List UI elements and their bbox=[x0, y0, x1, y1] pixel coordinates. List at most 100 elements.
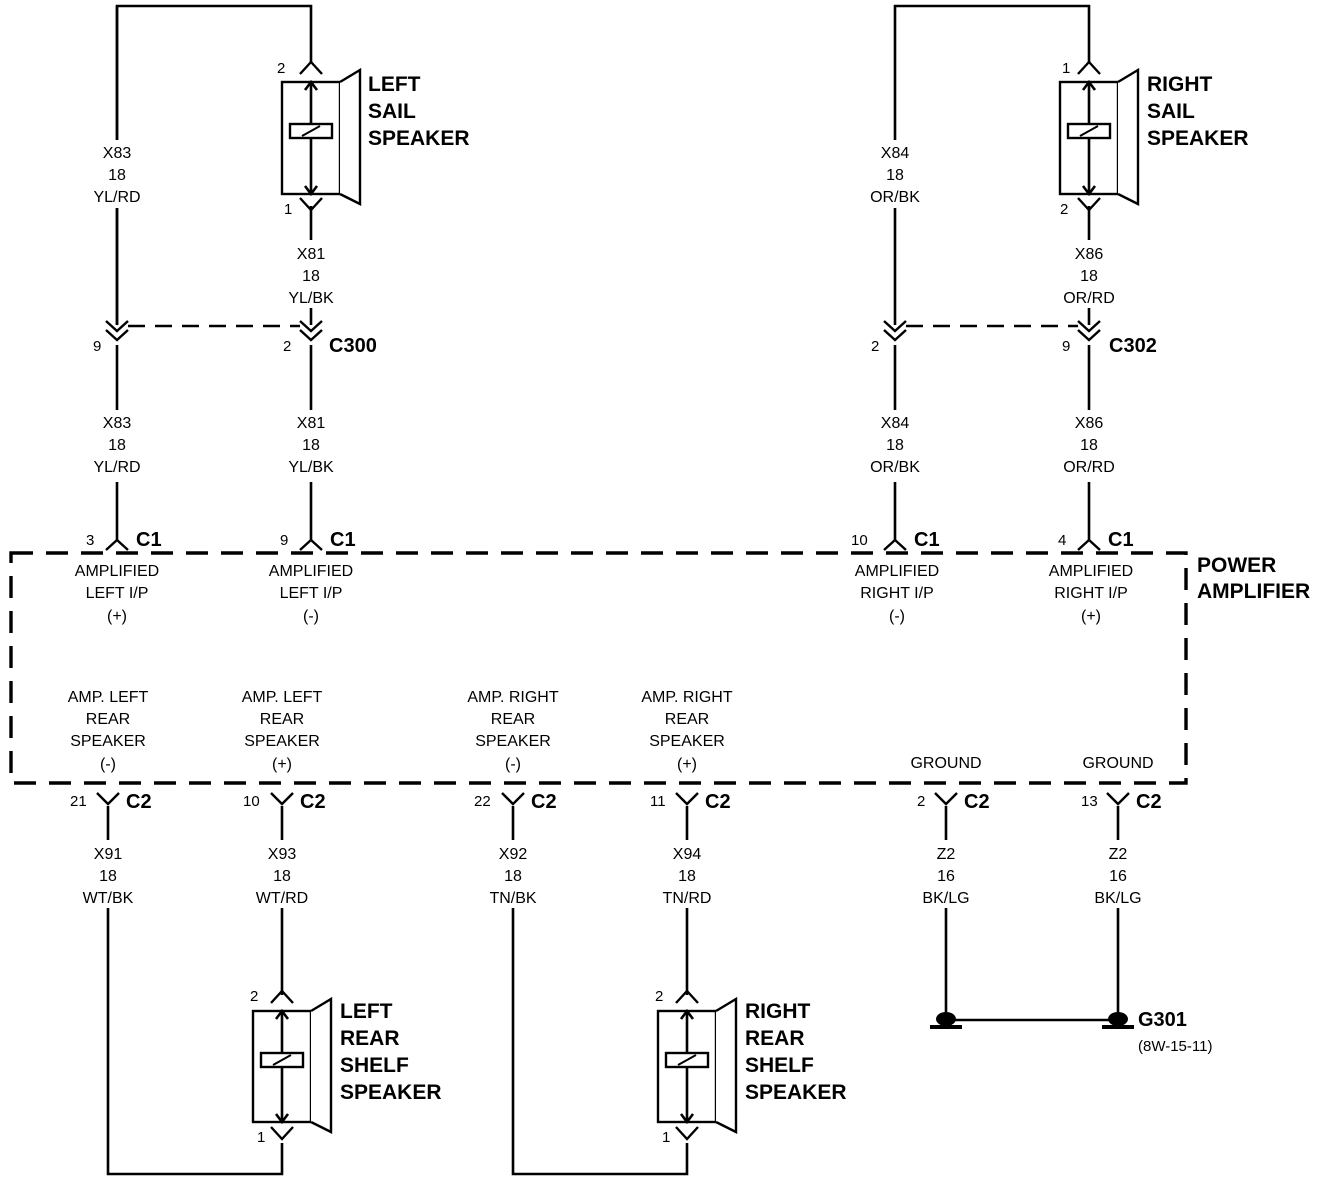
c2-pin-10: 10 bbox=[243, 793, 260, 810]
right-sail-speaker-cone bbox=[1117, 67, 1140, 206]
x91-circuit: X91 bbox=[94, 846, 123, 863]
input-3-line-3: (-) bbox=[889, 608, 905, 625]
left-rear-pin-bottom: 1 bbox=[257, 1129, 265, 1146]
right-rear-label-1: RIGHT bbox=[745, 1000, 811, 1023]
output-6-line-1: GROUND bbox=[1082, 755, 1153, 772]
input-3-line-1: AMPLIFIED bbox=[855, 563, 939, 580]
x92-circuit: X92 bbox=[499, 846, 528, 863]
c2-connector-symbols bbox=[96, 792, 1130, 806]
c302-pin2-symbol bbox=[883, 320, 907, 342]
x84-upper-gauge: 18 bbox=[886, 167, 904, 184]
power-amplifier-box bbox=[9, 551, 1188, 785]
x86-upper-gauge: 18 bbox=[1080, 268, 1098, 285]
input-2-line-2: LEFT I/P bbox=[280, 585, 343, 602]
right-sail-label-1: RIGHT bbox=[1147, 73, 1213, 96]
right-rear-label-3: SHELF bbox=[745, 1054, 814, 1077]
right-sail-label-3: SPEAKER bbox=[1147, 127, 1249, 150]
left-rear-pin-top: 2 bbox=[250, 988, 258, 1005]
c2-pin-22: 22 bbox=[474, 793, 491, 810]
right-sail-speaker: 1 2 RIGHT SAIL SPEAKER bbox=[1058, 60, 1249, 218]
input-4-line-2: RIGHT I/P bbox=[1054, 585, 1128, 602]
z2-b-gauge: 16 bbox=[1109, 868, 1127, 885]
x84-lower-gauge: 18 bbox=[886, 437, 904, 454]
c300-pin2-symbol bbox=[299, 320, 323, 342]
c1-connector-symbols bbox=[105, 538, 1101, 551]
ground-splice-a-icon bbox=[936, 1012, 956, 1026]
c2-pin-2: 2 bbox=[917, 793, 925, 810]
amplifier-title-1: POWER bbox=[1197, 554, 1276, 577]
output-4-line-2: REAR bbox=[665, 711, 709, 728]
ground-splice-b-base bbox=[1102, 1025, 1134, 1029]
c2-pin-21: 21 bbox=[70, 793, 87, 810]
c1-label-d: C1 bbox=[1108, 529, 1134, 551]
c2-pin-11: 11 bbox=[650, 793, 666, 810]
output-3-line-4: (-) bbox=[505, 756, 521, 773]
x86-upper-color: OR/RD bbox=[1063, 290, 1115, 307]
x83-lower-gauge: 18 bbox=[108, 437, 126, 454]
output-3-line-2: REAR bbox=[491, 711, 535, 728]
output-3-line-1: AMP. RIGHT bbox=[467, 689, 559, 706]
x81-upper-color: YL/BK bbox=[288, 290, 334, 307]
c302-pin9-symbol bbox=[1077, 320, 1101, 342]
c2-label-e: C2 bbox=[964, 791, 990, 813]
x84-upper-color: OR/BK bbox=[870, 189, 920, 206]
left-rear-speaker-cone bbox=[310, 996, 333, 1134]
right-rear-pin-top-symbol bbox=[675, 989, 699, 1004]
x84-upper-circuit: X84 bbox=[881, 145, 910, 162]
c302-pin-left: 2 bbox=[871, 338, 879, 355]
right-rear-shelf-speaker: 2 1 RIGHT REAR SHELF SPEAKER bbox=[655, 988, 847, 1146]
c2-label-a: C2 bbox=[126, 791, 152, 813]
right-sail-pin-bottom-symbol bbox=[1077, 197, 1101, 212]
x81-lower-gauge: 18 bbox=[302, 437, 320, 454]
c300-name: C300 bbox=[329, 335, 377, 357]
x81-upper-circuit: X81 bbox=[297, 246, 326, 263]
x94-circuit: X94 bbox=[673, 846, 702, 863]
output-4-line-1: AMP. RIGHT bbox=[641, 689, 733, 706]
input-1-line-3: (+) bbox=[107, 608, 127, 625]
x94-gauge: 18 bbox=[678, 868, 696, 885]
output-1-line-4: (-) bbox=[100, 756, 116, 773]
c2-label-d: C2 bbox=[705, 791, 731, 813]
right-rear-label-4: SPEAKER bbox=[745, 1081, 847, 1104]
c302-pin-right: 9 bbox=[1062, 338, 1070, 355]
left-rear-label-2: REAR bbox=[340, 1027, 400, 1050]
ground-splice-a-base bbox=[930, 1025, 962, 1029]
left-sail-speaker-cone bbox=[339, 67, 362, 206]
right-rear-pin-bottom: 1 bbox=[662, 1129, 670, 1146]
left-sail-label-3: SPEAKER bbox=[368, 127, 470, 150]
z2-b-color: BK/LG bbox=[1094, 890, 1141, 907]
right-sail-pin-bottom: 2 bbox=[1060, 201, 1068, 218]
amplifier-title-2: AMPLIFIER bbox=[1197, 580, 1310, 603]
x91-gauge: 18 bbox=[99, 868, 117, 885]
ground-ref: (8W-15-11) bbox=[1138, 1038, 1212, 1055]
input-2-line-1: AMPLIFIED bbox=[269, 563, 353, 580]
x83-upper-circuit: X83 bbox=[103, 145, 132, 162]
ground-name: G301 bbox=[1138, 1009, 1187, 1031]
ground-g301: G301 (8W-15-11) bbox=[930, 1009, 1212, 1055]
c2-label-f: C2 bbox=[1136, 791, 1162, 813]
output-5-line-1: GROUND bbox=[910, 755, 981, 772]
left-rear-shelf-speaker: 2 1 LEFT REAR SHELF SPEAKER bbox=[250, 988, 442, 1146]
input-1-line-1: AMPLIFIED bbox=[75, 563, 159, 580]
z2-a-gauge: 16 bbox=[937, 868, 955, 885]
input-4-line-3: (+) bbox=[1081, 608, 1101, 625]
right-rear-pin-top: 2 bbox=[655, 988, 663, 1005]
c1-label-c: C1 bbox=[914, 529, 940, 551]
left-rear-pin-top-symbol bbox=[270, 989, 294, 1004]
ground-splice-b-icon bbox=[1108, 1012, 1128, 1026]
c2-label-b: C2 bbox=[300, 791, 326, 813]
right-rear-label-2: REAR bbox=[745, 1027, 805, 1050]
right-rear-pin-bottom-symbol bbox=[675, 1126, 699, 1141]
c2-pin-13: 13 bbox=[1081, 793, 1098, 810]
z2-a-circuit: Z2 bbox=[937, 846, 956, 863]
output-4-line-4: (+) bbox=[677, 756, 697, 773]
output-1-line-3: SPEAKER bbox=[70, 733, 146, 750]
input-3-line-2: RIGHT I/P bbox=[860, 585, 934, 602]
x83-lower-color: YL/RD bbox=[93, 459, 140, 476]
right-sail-pin-top: 1 bbox=[1062, 60, 1070, 77]
x92-gauge: 18 bbox=[504, 868, 522, 885]
x92-color: TN/BK bbox=[489, 890, 536, 907]
c1-pin-10: 10 bbox=[851, 532, 868, 549]
left-sail-label-2: SAIL bbox=[368, 100, 416, 123]
